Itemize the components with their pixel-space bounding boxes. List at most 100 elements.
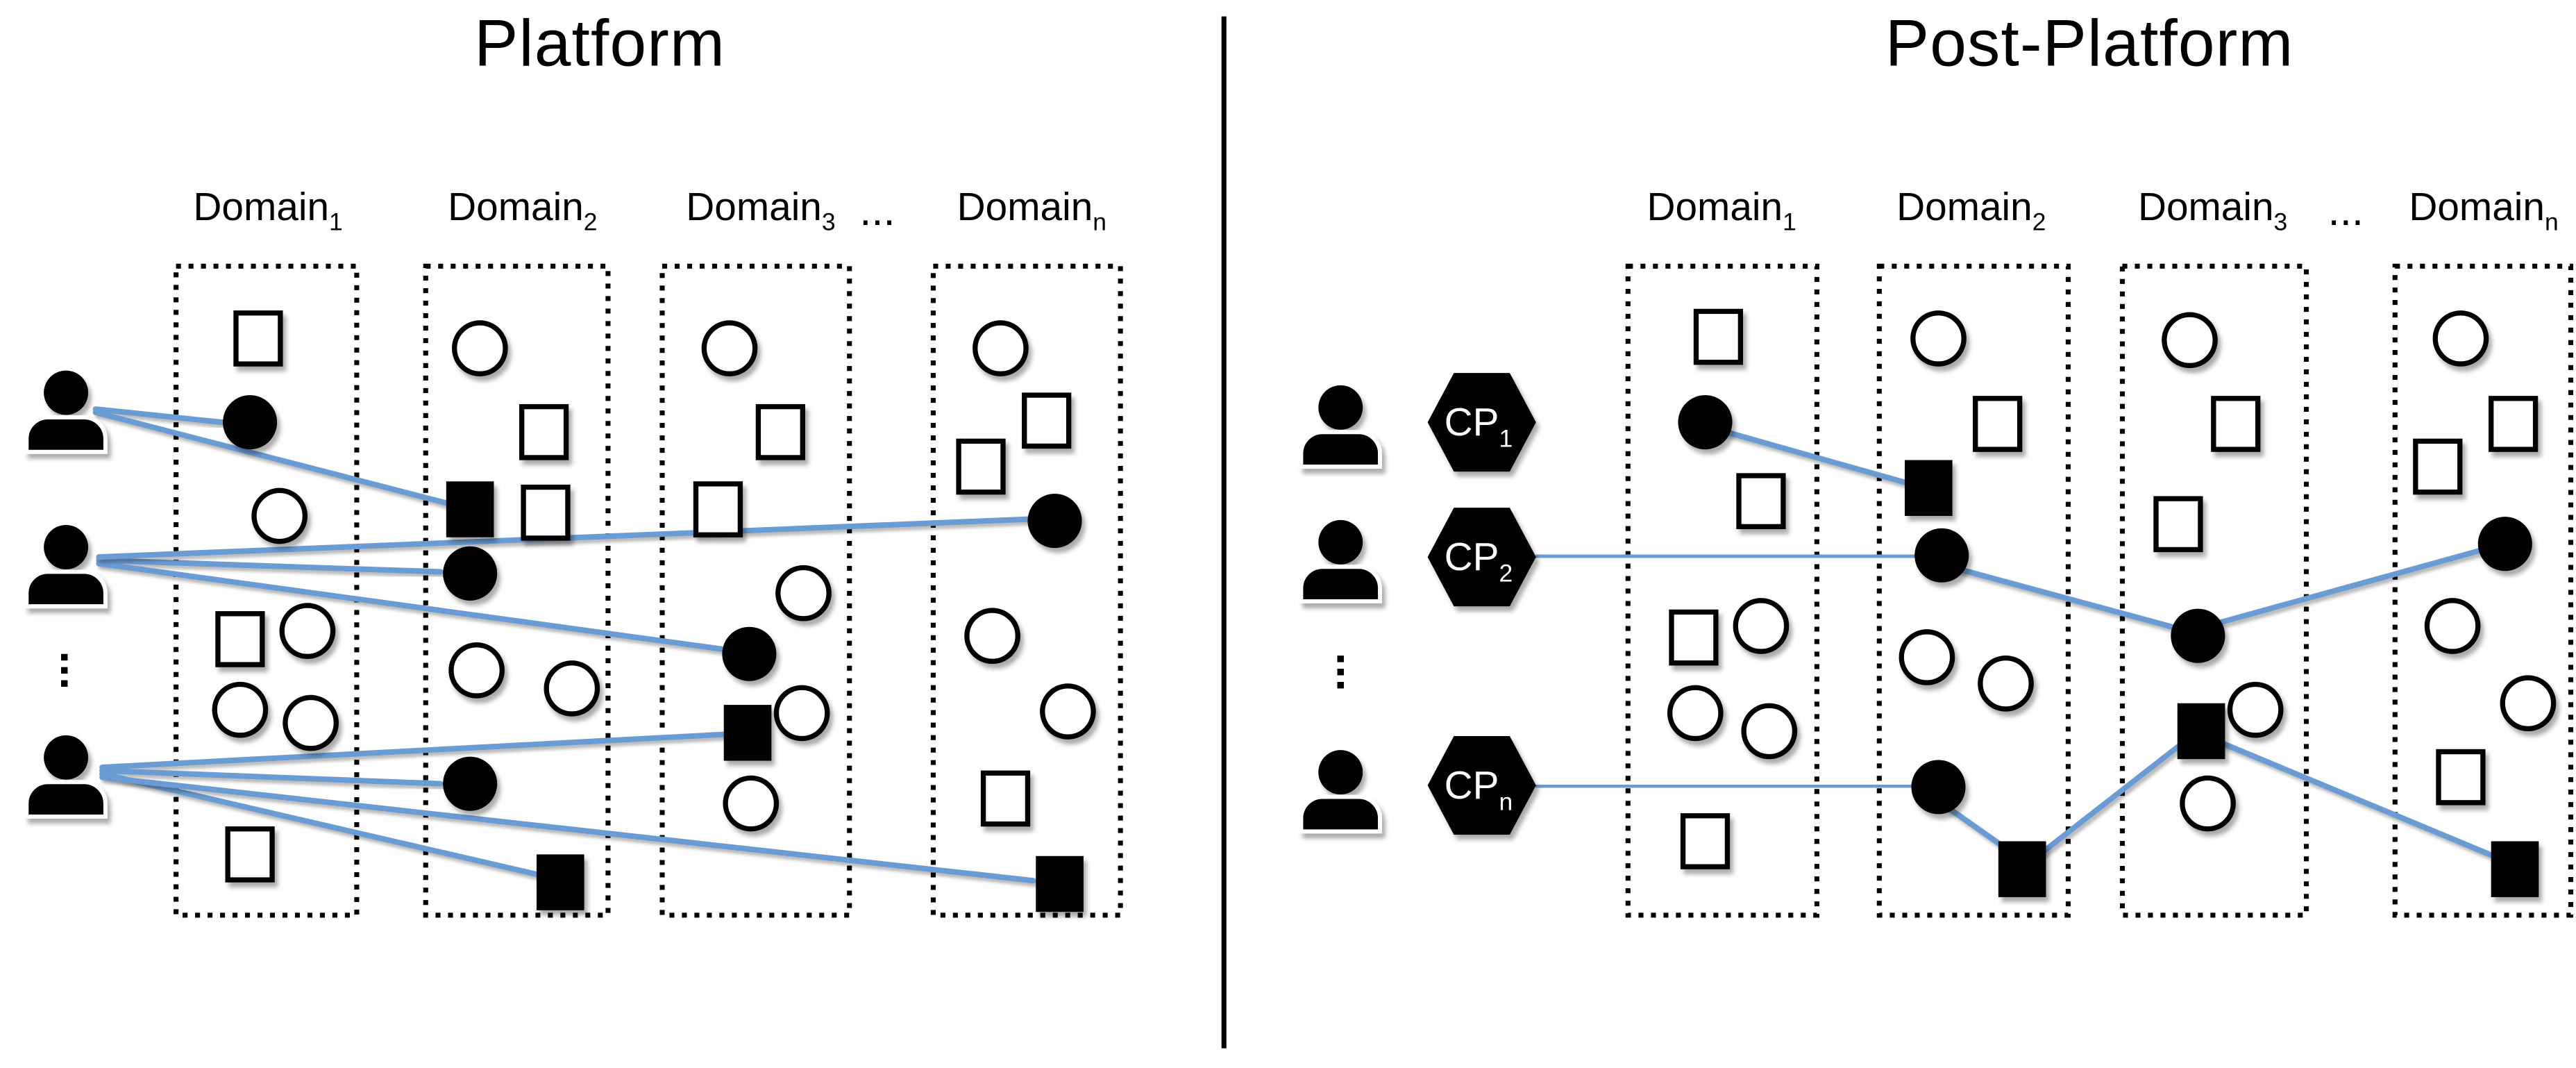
service-circle-white-node [1040,683,1096,740]
domain-box [1876,263,2071,918]
service-circle-white-node [773,685,830,742]
service-circle-white-node [1667,685,1724,742]
service-circle-black-node [722,626,777,681]
content-provider-hexagon: CP2 [1427,508,1536,607]
user-icon [24,370,108,454]
content-provider-hexagon: CP1 [1427,373,1536,472]
user-head-icon [44,524,89,569]
domain-label: Domainn [957,185,1106,235]
connection-line [92,406,225,426]
connection-line [1724,429,1910,486]
service-circle-black-node [443,756,498,811]
hexagon-shape [1427,736,1536,835]
service-square-white-node [1693,308,1744,365]
service-circle-black-node [2171,608,2225,663]
left-panel-title: Platform [474,7,725,81]
domain-label: Domain3 [686,185,835,235]
connection-line [99,771,539,877]
service-circle-white-node [1741,703,1798,760]
domain-label: Domain2 [1896,185,2046,235]
connection-line [99,774,1036,884]
user-icon [24,524,108,609]
service-circle-white-node [1733,598,1790,654]
service-circle-white-node [973,320,1029,376]
cp-label: CP2 [1445,535,1513,587]
user-head-icon [1318,385,1363,430]
service-square-black-node [2177,703,2225,760]
ellipsis-dot [1337,681,1344,689]
cp-label: CPn [1445,764,1513,816]
service-square-white-node [2211,396,2261,452]
user-body-icon [24,780,108,819]
service-square-black-node [723,705,772,761]
domain-boxes-layer [1625,263,2574,918]
service-square-black-node [1998,841,2046,897]
domain-box [174,263,360,918]
connection-line [2218,740,2497,859]
hexagon-shape [1427,373,1536,472]
connection-line [2039,740,2187,856]
domains-ellipsis: ... [2328,187,2364,235]
user-icon [1299,519,1382,603]
hexagon-shape [1427,508,1536,607]
cp-label: CP1 [1445,401,1513,453]
user-icon [1299,385,1382,469]
user-head-icon [1318,750,1363,795]
ellipsis-dot [1337,656,1344,662]
user-icon [1299,750,1382,834]
service-circle-black-node [1027,494,1082,549]
service-square-white-node [693,481,743,537]
connection-line [96,560,725,652]
domain-box [2392,263,2574,918]
service-circle-white-node [964,608,1020,665]
user-body-icon [1299,565,1382,603]
labels-layer: Domain1 Domain2 Domain3 Domainn... [1647,185,2558,235]
domain-box [1625,263,1819,918]
connection-line [99,731,726,771]
user-body-icon [1299,794,1382,834]
connection-line [1535,552,1917,560]
user-body-icon [24,569,108,609]
service-square-white-node [980,770,1031,827]
service-circle-white-node [2227,681,2284,738]
service-circle-white-node [279,603,336,659]
user-head-icon [44,370,89,415]
users-ellipsis-dots [60,653,68,687]
service-circle-black-node [1678,395,1733,450]
nodes-layer [212,310,1096,912]
service-circle-black-node [2477,517,2532,571]
service-circle-white-node [723,775,780,832]
service-circle-white-node [1910,310,1967,367]
ellipsis-dot [60,653,68,661]
service-square-black-node [1904,460,1953,516]
domain-label: Domain1 [1647,185,1796,235]
service-circle-white-node [448,642,505,699]
domain-label: Domainn [2409,185,2558,235]
service-square-white-node [2153,496,2203,553]
domain-label: Domain3 [2138,185,2287,235]
service-square-white-node [2413,438,2463,495]
service-circle-white-node [2424,598,2481,654]
connection-line [2216,547,2484,626]
ellipsis-dot [1337,669,1344,676]
ellipsis-dot [60,667,68,674]
service-circle-white-node [544,660,600,717]
service-square-white-node [521,484,571,541]
service-circle-white-node [2500,675,2557,732]
service-square-white-node [956,438,1006,495]
service-square-white-node [1022,392,1072,449]
actors-layer [24,370,108,819]
service-circle-white-node [251,487,308,544]
service-square-white-node [1669,609,1719,666]
domains-ellipsis: ... [859,187,895,235]
service-circle-white-node [1978,655,2034,712]
user-body-icon [24,415,108,454]
users-ellipsis-dots [1337,656,1344,689]
service-circle-white-node [2180,775,2236,832]
right-panel-title: Post-Platform [1885,7,2294,81]
